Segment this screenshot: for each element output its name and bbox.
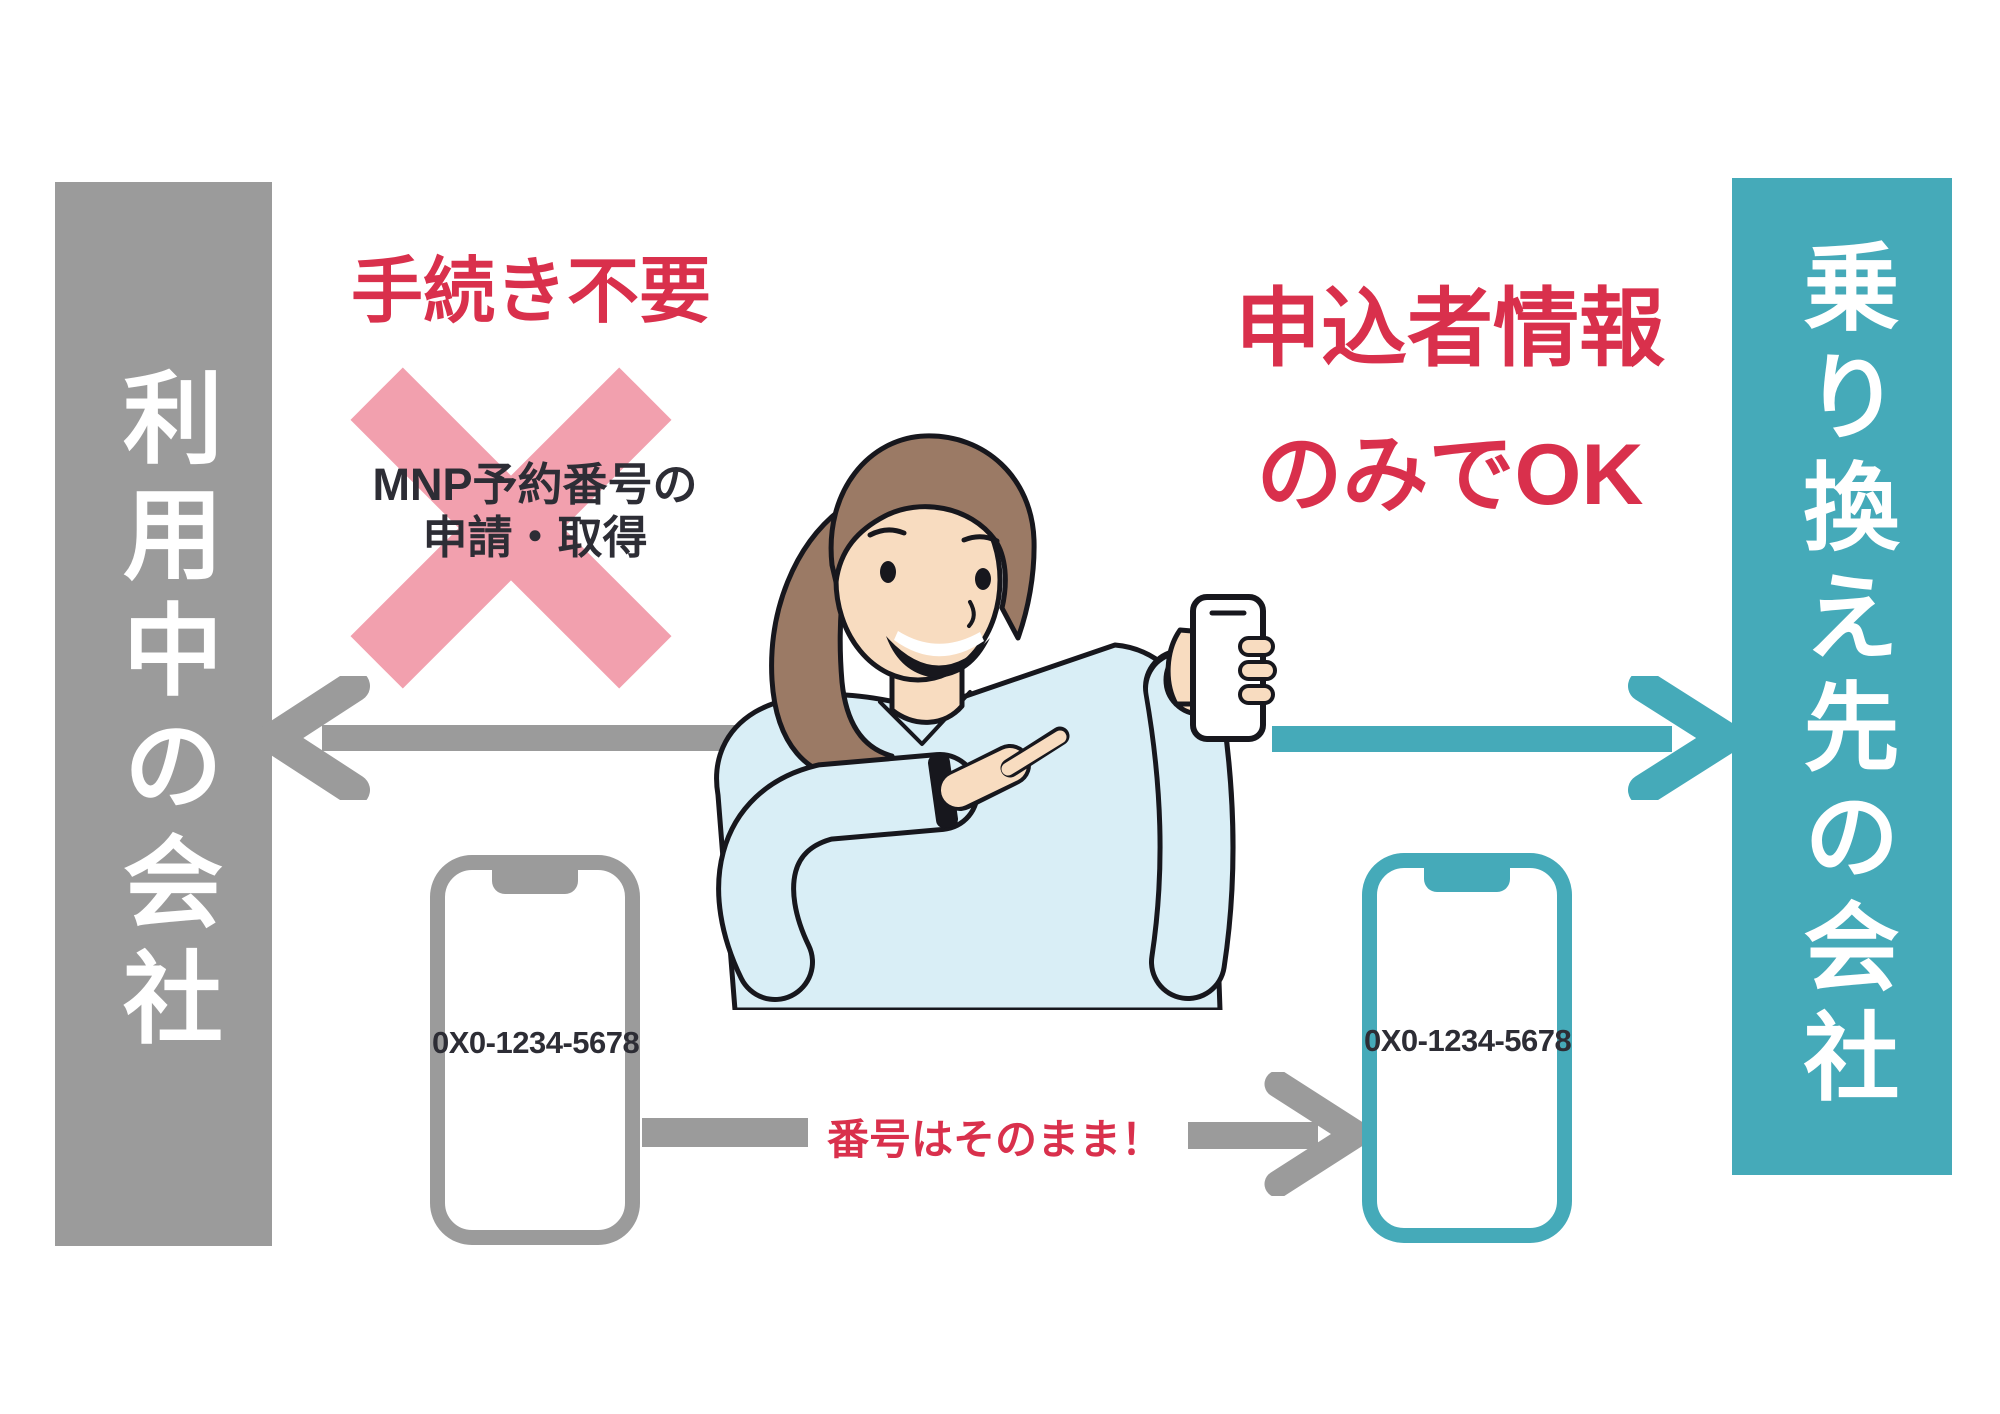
mnp-crossed-line1: MNP予約番号の — [372, 459, 698, 510]
woman-holding-smartphone-illustration — [714, 433, 1277, 1010]
new-phone-number: 0X0-1234-5678 — [1364, 1023, 1572, 1058]
applicant-info-headline: 申込者情報 のみでOK — [1160, 256, 1740, 548]
mnp-crossed-line2: 申請・取得 — [422, 512, 648, 564]
applicant-info-line1: 申込者情報 — [1235, 281, 1665, 377]
arrow-right-icon — [1272, 676, 1738, 800]
number-kept-label: 番号はそのまま！ — [826, 1116, 1163, 1163]
new-phone-icon: 0X0-1234-5678 — [1362, 853, 1572, 1243]
old-phone-icon: 0X0-1234-5678 — [430, 855, 640, 1245]
current-company-label: 利用中の会社 — [107, 366, 220, 1062]
old-phone-number: 0X0-1234-5678 — [432, 1025, 640, 1060]
no-procedure-headline: 手続き不要 — [350, 252, 711, 332]
destination-company-bar: 乗り換え先の会社 — [1732, 178, 1952, 1175]
applicant-info-line2: のみでOK — [1256, 427, 1644, 524]
arrow-left-icon — [262, 676, 742, 800]
mnp-crossed-text: MNP予約番号の 申請・取得 — [320, 458, 750, 564]
current-company-bar: 利用中の会社 — [55, 182, 272, 1246]
old-phone-notch — [492, 870, 578, 894]
number-arrow-right-icon — [1188, 1072, 1366, 1196]
number-arrow-shaft — [642, 1118, 808, 1147]
new-phone-notch — [1424, 868, 1510, 892]
destination-company-label: 乗り換え先の会社 — [1789, 236, 1896, 1117]
